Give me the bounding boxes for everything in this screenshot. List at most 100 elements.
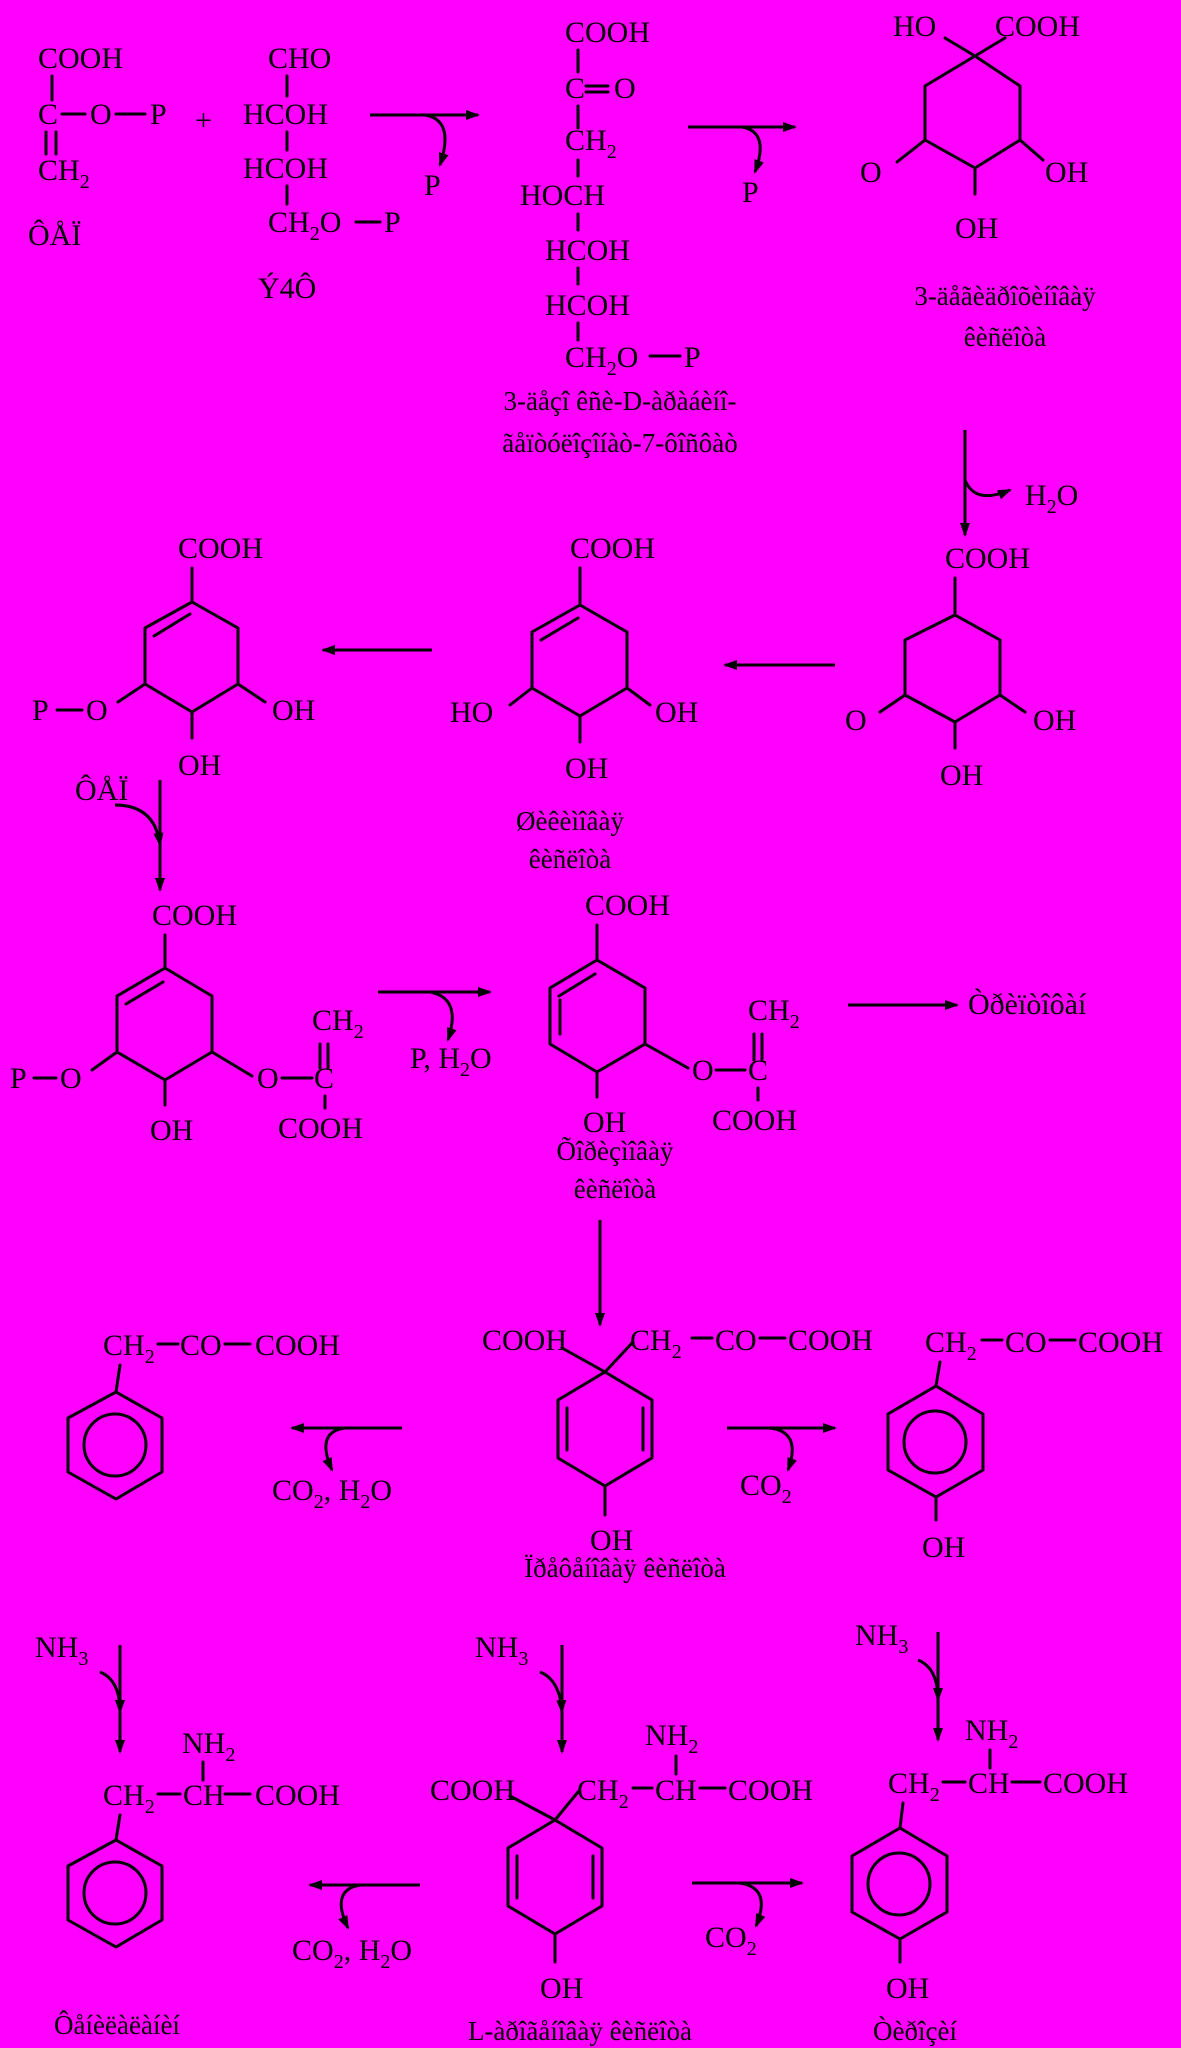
tryptophan-label: Òðèïòîôàí: [968, 988, 1087, 1021]
shikimate-label-2: êèñëîòà: [529, 844, 611, 874]
svg-text:HCOH: HCOH: [545, 234, 630, 267]
svg-text:COOH: COOH: [995, 10, 1080, 43]
shikimate-structure: COOH HO OH OH Øèêèìîâàÿ êèñëîòà: [450, 532, 698, 874]
svg-text:P: P: [384, 206, 401, 239]
svg-text:COOH: COOH: [430, 1774, 515, 1807]
svg-text:COOH: COOH: [152, 899, 237, 932]
svg-text:CH2O: CH2O: [565, 341, 638, 380]
curved-arrow-h2o-out: [963, 479, 1012, 500]
svg-text:OH: OH: [540, 1972, 583, 2005]
epsp-structure: COOH P O O C CH2 COOH OH: [10, 899, 364, 1147]
svg-text:O: O: [86, 694, 108, 727]
svg-text:C: C: [565, 72, 585, 105]
svg-text:NH2: NH2: [645, 1719, 698, 1758]
svg-text:OH: OH: [590, 1524, 633, 1557]
svg-text:COOH: COOH: [565, 16, 650, 49]
svg-text:P: P: [684, 341, 701, 374]
reagent-co2-h2o-2: CO2, H2O: [292, 1934, 412, 1973]
svg-text:COOH: COOH: [1078, 1326, 1163, 1359]
svg-text:COOH: COOH: [945, 542, 1030, 575]
svg-text:NH2: NH2: [965, 1714, 1018, 1753]
dehydroshikimate-structure: COOH O OH OH: [845, 542, 1076, 792]
svg-text:COOH: COOH: [585, 889, 670, 922]
curved-arrow-co2-out-1: [769, 1426, 797, 1472]
svg-text:O: O: [257, 1062, 279, 1095]
svg-text:NH2: NH2: [182, 1727, 235, 1766]
tyrosine-label: Òèðîçèí: [873, 2016, 957, 2046]
reagent-co2-2: CO2: [705, 1921, 757, 1960]
svg-text:NH3: NH3: [475, 1631, 528, 1670]
curved-arrow-p-h2o-out: [429, 990, 457, 1042]
svg-text:OH: OH: [655, 696, 698, 729]
svg-text:COOH: COOH: [178, 532, 263, 565]
svg-text:HCOH: HCOH: [243, 98, 328, 131]
svg-text:P: P: [150, 98, 167, 131]
e4p-label: Ý4Ô: [258, 272, 316, 305]
chorismate-label-1: Õîðèçìîâàÿ: [557, 1136, 674, 1166]
pep-label: ÔÅÏ: [28, 219, 81, 252]
hydroxyphenylpyruvate-structure: CH2 CO COOH OH: [886, 1326, 1163, 1564]
svg-text:CH: CH: [183, 1779, 225, 1812]
svg-text:COOH: COOH: [712, 1104, 797, 1137]
phenylalanine-label: Ôåíèëàëàíèí: [54, 2010, 180, 2040]
svg-text:HCOH: HCOH: [545, 289, 630, 322]
svg-text:CH2: CH2: [103, 1779, 155, 1818]
svg-text:O: O: [692, 1054, 714, 1087]
s3p-structure: COOH P O OH OH: [32, 532, 315, 782]
svg-text:HO: HO: [893, 10, 936, 43]
svg-text:O: O: [845, 704, 867, 737]
svg-text:OH: OH: [1045, 156, 1088, 189]
arogenate-structure: NH2 COOH CH2 CH COOH OH L-àðîãåíîâàÿ êèñ…: [430, 1719, 813, 2046]
svg-text:CH2O: CH2O: [268, 206, 341, 245]
svg-text:COOH: COOH: [255, 1329, 340, 1362]
svg-text:COOH: COOH: [482, 1324, 567, 1357]
svg-text:O: O: [860, 156, 882, 189]
dahp-structure: COOH C O CH2 HOCH HCOH HCOH CH2O P 3-äåç…: [502, 16, 737, 458]
nh3-arrow-right: NH3: [855, 1619, 943, 1742]
reagent-p-h2o: P, H2O: [410, 1042, 492, 1081]
svg-text:C: C: [38, 98, 58, 131]
reagent-p: P: [424, 169, 441, 202]
svg-text:O: O: [60, 1062, 82, 1095]
svg-text:COOH: COOH: [728, 1774, 813, 1807]
svg-text:CH2: CH2: [103, 1329, 155, 1368]
svg-text:CH2: CH2: [312, 1004, 364, 1043]
svg-text:OH: OH: [178, 749, 221, 782]
svg-text:HOCH: HOCH: [520, 179, 605, 212]
reagent-co2-1: CO2: [740, 1469, 792, 1508]
svg-text:COOH: COOH: [38, 42, 123, 75]
svg-text:CH2: CH2: [925, 1326, 977, 1365]
arogenate-label: L-àðîãåíîâàÿ êèñëîòà: [468, 2016, 692, 2046]
svg-text:OH: OH: [940, 759, 983, 792]
dhq-label-1: 3-äåãèäðîõèíîâàÿ: [914, 281, 1096, 311]
svg-text:CH2: CH2: [748, 994, 800, 1033]
curved-arrow-co2-h2o-out-2: [338, 1883, 361, 1930]
svg-text:CO: CO: [1005, 1326, 1047, 1359]
svg-text:CH2: CH2: [888, 1767, 940, 1806]
shikimate-label-1: Øèêèìîâàÿ: [516, 806, 624, 836]
svg-text:COOH: COOH: [255, 1779, 340, 1812]
svg-text:P: P: [10, 1062, 27, 1095]
svg-text:P: P: [32, 694, 49, 727]
svg-text:CH: CH: [655, 1774, 697, 1807]
reagent-pep: ÔÅÏ: [75, 774, 128, 807]
reagent-h2o: CHH2O: [1025, 479, 1078, 518]
svg-text:C: C: [314, 1062, 334, 1095]
svg-text:CH2: CH2: [577, 1774, 629, 1813]
svg-text:OH: OH: [886, 1972, 929, 2005]
dahp-label-2: ãåïòóëîçîíàò-7-ôîñôàò: [502, 428, 737, 458]
reagent-co2-h2o-1: CO2, H2O: [272, 1474, 392, 1513]
curved-arrow-p-out-2: [741, 125, 764, 174]
curved-arrow-co2-h2o-out-1: [322, 1426, 346, 1472]
svg-text:NH3: NH3: [855, 1619, 908, 1658]
svg-text:OH: OH: [1033, 704, 1076, 737]
dhq-structure: HO COOH O OH OH 3-äåãèäðîõèíîâàÿ êèñëîòà: [860, 10, 1096, 352]
svg-text:OH: OH: [150, 1114, 193, 1147]
nh3-arrow-middle: NH3: [475, 1631, 567, 1754]
svg-text:CH2: CH2: [38, 154, 90, 193]
svg-text:COOH: COOH: [788, 1324, 873, 1357]
phenylalanine-structure: NH2 CH2 CH COOH Ôåíèëàëàíèí: [54, 1727, 340, 2040]
nh3-arrow-left: NH3: [35, 1631, 125, 1754]
svg-text:OH: OH: [955, 212, 998, 245]
